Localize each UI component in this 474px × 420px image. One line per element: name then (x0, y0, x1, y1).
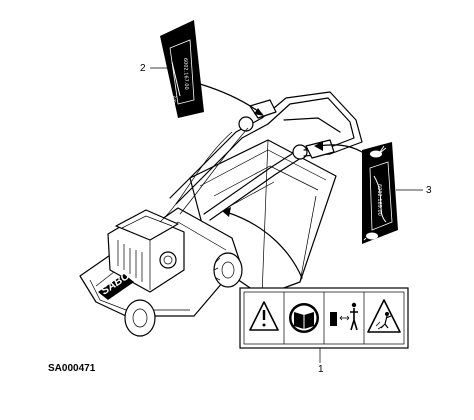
manual-book-icon (289, 303, 319, 333)
decal-2: 6002.167.00 Start (160, 20, 204, 118)
callout-number: 1 (318, 364, 324, 375)
decal-3-code: 6002.169.00 (376, 184, 382, 216)
leader-arrows (199, 83, 363, 279)
callout-number: 3 (426, 185, 432, 196)
hare-icon (370, 145, 387, 158)
projectile-hazard-icon (367, 299, 401, 333)
callout-3: 3 (396, 185, 432, 196)
front-wheel (124, 299, 156, 337)
callout-2: 2 (140, 63, 170, 74)
warning-icon (249, 301, 279, 331)
rear-wheel (213, 252, 243, 288)
tortoise-icon (363, 232, 381, 241)
figure-code: SA000471 (48, 363, 96, 374)
callout-number: 2 (140, 63, 146, 74)
safe-distance-icon (330, 302, 358, 331)
decal-3: 6002.169.00 (362, 142, 398, 244)
decal-2-code: 6002.167.00 (182, 58, 189, 90)
callout-1: 1 (318, 348, 324, 375)
lawn-mower-illustration: SABO (79, 91, 363, 337)
decal-1 (239, 287, 409, 349)
decal-2-start-label: Start (170, 95, 178, 108)
